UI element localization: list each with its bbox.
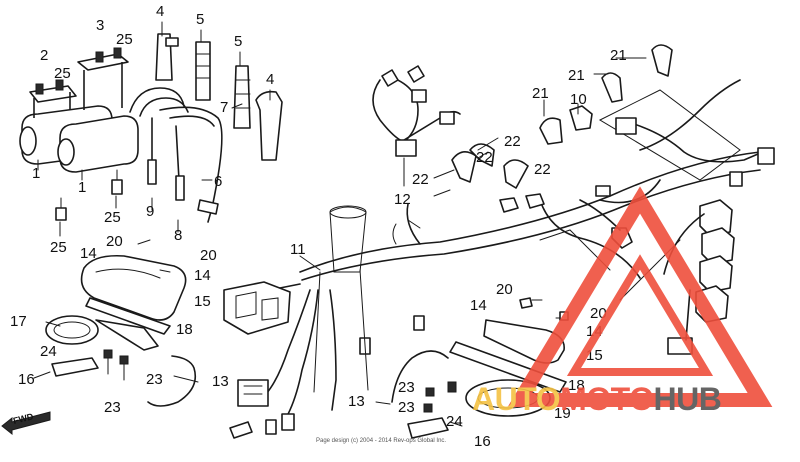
callout-5: 5	[196, 11, 204, 28]
copyright-text: Page design (c) 2004 - 2014 Rev-ops Glob…	[316, 438, 446, 444]
callout-23: 23	[104, 399, 121, 416]
callout-21: 21	[610, 47, 627, 64]
sub-harness-and-clamps	[372, 65, 563, 189]
callout-16: 16	[18, 371, 35, 388]
callout-23: 23	[398, 399, 415, 416]
watermark-triangle-outer	[507, 186, 773, 407]
callout-14: 14	[194, 267, 211, 284]
callout-23: 23	[146, 371, 163, 388]
callout-14: 14	[80, 245, 97, 262]
callout-14: 14	[470, 297, 487, 314]
callout-1: 1	[32, 165, 40, 182]
callout-4: 4	[266, 71, 274, 88]
watermark-triangle-inner	[566, 254, 714, 376]
callout-20: 20	[496, 281, 513, 298]
callout-13: 13	[212, 373, 229, 390]
callout-7: 7	[220, 99, 228, 116]
forward-arrow: FWD	[1, 411, 51, 436]
upper-right-clamps	[569, 44, 775, 187]
callout-15: 15	[194, 293, 211, 310]
callout-10: 10	[570, 91, 587, 108]
ignition-coil-right	[57, 47, 139, 173]
callout-25: 25	[50, 239, 67, 256]
callout-22: 22	[476, 149, 493, 166]
callout-25: 25	[54, 65, 71, 82]
callout-18: 18	[568, 377, 585, 394]
callout-22: 22	[534, 161, 551, 178]
callout-22: 22	[504, 133, 521, 150]
callout-3: 3	[96, 17, 104, 34]
left-bracket-assembly	[45, 239, 197, 407]
frame-outline	[313, 89, 741, 393]
callout-5: 5	[234, 33, 242, 50]
callout-numbers: 1 1 2 3 4 4 5 5 6 7 8 9 10 11 12 13 13 1…	[10, 3, 627, 450]
callout-13: 13	[348, 393, 365, 410]
callout-6: 6	[214, 173, 222, 190]
watermark-auto: AUTO	[472, 381, 560, 417]
callout-21: 21	[532, 85, 549, 102]
callout-9: 9	[146, 203, 154, 220]
callout-21: 21	[568, 67, 585, 84]
fwd-label: FWD	[12, 411, 35, 426]
callout-17: 17	[10, 313, 27, 330]
watermark-text: AUTOMOTOHUB	[472, 381, 721, 417]
plug-caps-and-leads	[129, 33, 283, 223]
watermark-logo: AUTOMOTOHUB	[472, 186, 773, 417]
main-wiring-harness	[223, 79, 761, 439]
callout-19: 19	[554, 405, 571, 422]
callout-11: 11	[290, 241, 306, 258]
callout-20: 20	[200, 247, 217, 264]
callout-1: 1	[78, 179, 86, 196]
watermark-moto: MOTO	[560, 381, 653, 417]
callout-2: 2	[40, 47, 48, 64]
callout-4: 4	[156, 3, 164, 20]
callout-24: 24	[446, 413, 463, 430]
callout-25: 25	[104, 209, 121, 226]
callout-8: 8	[174, 227, 182, 244]
callout-22: 22	[412, 171, 429, 188]
callout-12: 12	[394, 191, 411, 208]
callout-23: 23	[398, 379, 415, 396]
leader-lines	[33, 21, 647, 427]
callout-25: 25	[116, 31, 133, 48]
watermark-hub: HUB	[653, 381, 721, 417]
callout-20: 20	[106, 233, 123, 250]
mounting-bolts	[55, 169, 123, 221]
callout-24: 24	[40, 343, 57, 360]
callout-16: 16	[474, 433, 491, 450]
callout-18: 18	[176, 321, 193, 338]
